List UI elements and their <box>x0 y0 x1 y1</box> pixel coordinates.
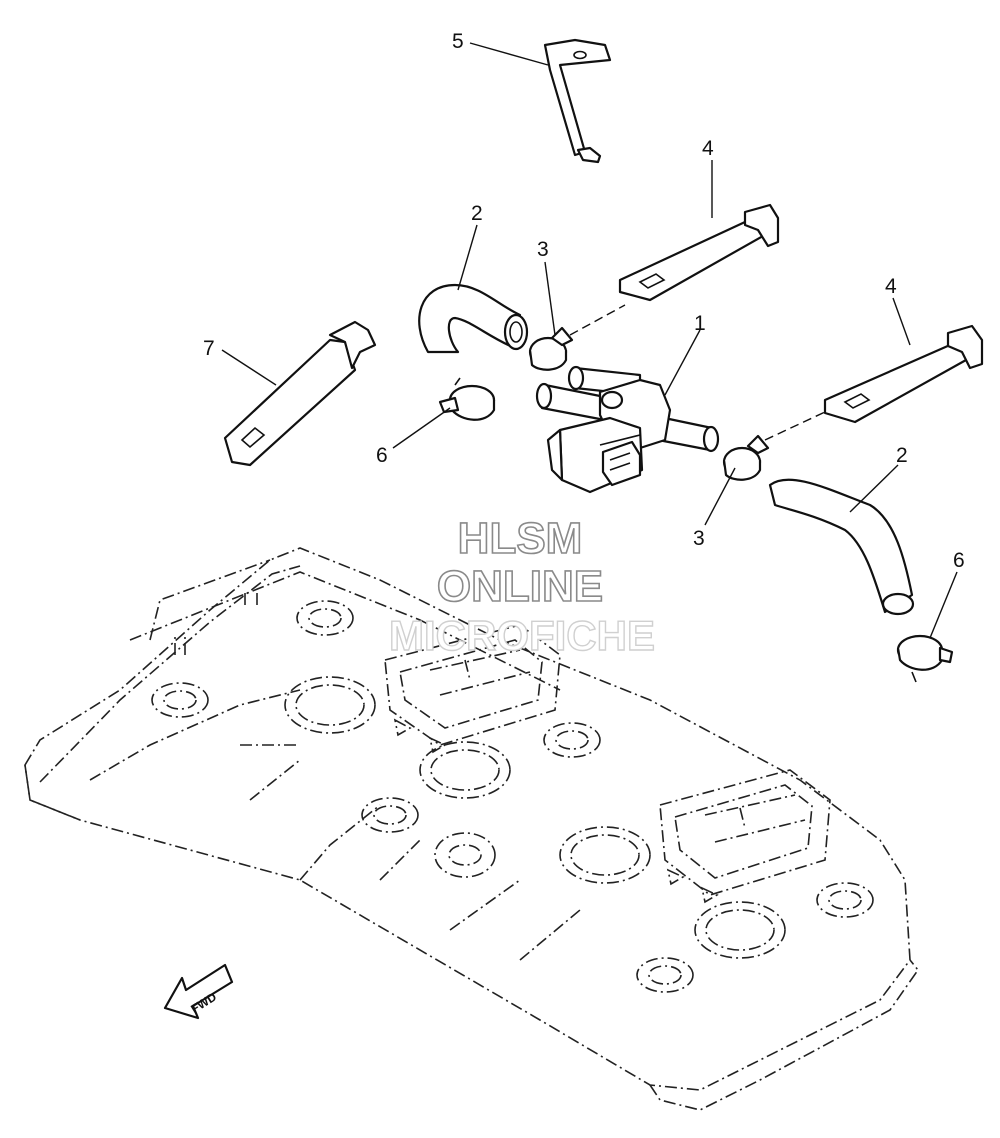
clamp-right <box>896 634 954 683</box>
callout-4-lower: 4 <box>885 275 897 298</box>
clamp-lower <box>722 434 770 481</box>
clamp-left <box>438 377 496 421</box>
watermark-line-1: HLSM <box>458 514 583 563</box>
callout-7: 7 <box>203 337 215 360</box>
hose-upper <box>418 283 529 354</box>
strap-left <box>223 320 377 467</box>
callout-4-upper: 4 <box>702 137 714 160</box>
cylinder-head-cover <box>24 547 919 1111</box>
watermark: HLSM ONLINE MICROFICHE <box>388 513 655 660</box>
fwd-arrow: FWD <box>163 963 234 1020</box>
hose-lower <box>768 478 915 616</box>
callouts: 5 4 2 3 1 4 7 6 3 2 6 <box>203 30 965 572</box>
strap-lower <box>823 324 984 424</box>
strap-upper <box>618 203 780 302</box>
callout-2-lower: 2 <box>896 444 908 467</box>
callout-2-upper: 2 <box>471 202 483 225</box>
watermark-line-2: ONLINE <box>437 562 603 611</box>
callout-3-upper: 3 <box>537 238 549 261</box>
callout-1: 1 <box>694 312 706 335</box>
callout-6-right: 6 <box>953 549 965 572</box>
air-cut-valve <box>535 365 720 494</box>
watermark-line-3: MICROFICHE <box>389 612 655 659</box>
clamp-upper <box>528 326 574 371</box>
callout-3-lower: 3 <box>693 527 705 550</box>
bracket <box>543 38 612 164</box>
callout-6-left: 6 <box>376 444 388 467</box>
leader-lines <box>221 42 958 639</box>
callout-5: 5 <box>452 30 464 53</box>
connection-lines <box>569 304 826 441</box>
